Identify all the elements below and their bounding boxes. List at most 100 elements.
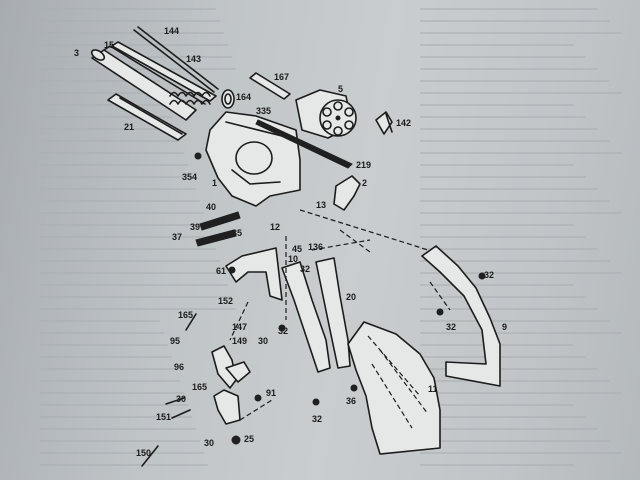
faded-text-line	[40, 140, 180, 142]
screw-small-parts	[141, 152, 486, 467]
base-pin-rod-part	[255, 119, 353, 169]
faded-text-line	[420, 56, 586, 58]
faded-text-line	[40, 368, 176, 370]
part-label-30-b: 30	[176, 394, 186, 404]
faded-text-line	[420, 164, 574, 166]
faded-text-line	[40, 224, 208, 226]
part-label-10: 10	[288, 254, 298, 264]
faded-text-line	[40, 332, 164, 334]
faded-text-line	[420, 380, 610, 382]
part-label-11: 11	[428, 384, 438, 394]
faded-text-line	[40, 428, 196, 430]
faded-text-line	[40, 152, 184, 154]
part-label-39: 39	[190, 222, 200, 232]
faded-text-line	[420, 92, 622, 94]
faded-text-line	[420, 152, 622, 154]
faded-text-line	[40, 320, 160, 322]
part-label-32-e: 32	[312, 414, 322, 424]
part-label-354: 354	[182, 172, 197, 182]
part-label-2: 2	[362, 178, 367, 188]
part-label-151: 151	[156, 412, 171, 422]
faded-text-line	[420, 200, 610, 202]
part-label-45: 45	[292, 244, 302, 254]
part-label-35: 35	[232, 228, 242, 238]
faded-text-line	[40, 176, 192, 178]
faded-text-line	[40, 272, 224, 274]
part-label-32-b: 32	[484, 270, 494, 280]
faded-text-line	[420, 248, 598, 250]
part-label-15: 15	[104, 40, 114, 50]
faded-text-line	[420, 116, 586, 118]
faded-text-line	[420, 20, 610, 22]
frame-part	[205, 111, 301, 207]
faded-text-line	[40, 128, 176, 130]
trigger-guard-part	[225, 247, 283, 301]
backstrap-left-part	[281, 261, 331, 373]
part-label-1: 1	[212, 178, 217, 188]
faded-text-line	[420, 44, 574, 46]
part-label-20: 20	[346, 292, 356, 302]
faded-text-line	[40, 44, 228, 46]
faded-text-line	[40, 260, 220, 262]
part-label-5: 5	[338, 84, 343, 94]
part-label-96: 96	[174, 362, 184, 372]
faded-text-line	[40, 80, 160, 82]
part-label-25: 25	[244, 434, 254, 444]
ejector-housing-part	[107, 93, 187, 141]
faded-text-line	[40, 440, 200, 442]
hand-spring-part	[211, 345, 251, 389]
faded-text-line	[420, 392, 622, 394]
faded-text-line	[40, 284, 228, 286]
faded-text-line	[40, 8, 216, 10]
faded-text-line	[420, 224, 574, 226]
faded-text-line	[420, 104, 574, 106]
faded-text-line	[420, 428, 598, 430]
cylinder-stop-rod-part	[195, 211, 241, 247]
faded-text-line	[40, 464, 208, 466]
part-label-32-c: 32	[446, 322, 456, 332]
part-label-32-a: 32	[300, 264, 310, 274]
faded-text-line	[420, 140, 610, 142]
part-label-40: 40	[206, 202, 216, 212]
faded-text-line	[420, 332, 622, 334]
part-label-91: 91	[266, 388, 276, 398]
faded-text-line	[40, 392, 184, 394]
part-label-144: 144	[164, 26, 179, 36]
faded-text-line	[420, 188, 598, 190]
part-label-32-d: 32	[278, 326, 288, 336]
trigger-part	[213, 389, 241, 425]
faded-text-line	[420, 368, 598, 370]
faded-text-line	[40, 212, 204, 214]
faded-text-line	[420, 308, 598, 310]
faded-text-line	[420, 440, 610, 442]
faded-text-line	[420, 212, 622, 214]
part-label-167: 167	[274, 72, 289, 82]
part-label-3: 3	[74, 48, 79, 58]
faded-text-line	[420, 464, 574, 466]
grip-panel-part	[347, 321, 441, 455]
hammer-part	[333, 175, 361, 211]
faded-text-line	[40, 344, 168, 346]
part-label-13: 13	[316, 200, 326, 210]
faded-text-line	[40, 200, 200, 202]
faded-text-line	[40, 296, 232, 298]
part-label-36: 36	[346, 396, 356, 406]
faded-text-line	[40, 188, 196, 190]
part-label-335: 335	[256, 106, 271, 116]
faded-text-line	[40, 248, 216, 250]
faded-text-line	[40, 116, 172, 118]
faded-text-line	[40, 92, 164, 94]
part-label-12: 12	[270, 222, 280, 232]
part-label-30-c: 30	[204, 438, 214, 448]
faded-text-line	[420, 8, 598, 10]
part-label-21: 21	[124, 122, 134, 132]
faded-text-line	[420, 236, 586, 238]
backstrap-right-part	[315, 257, 351, 369]
part-label-143: 143	[186, 54, 201, 64]
part-label-149: 149	[232, 336, 247, 346]
part-label-219: 219	[356, 160, 371, 170]
faded-text-line	[40, 32, 224, 34]
